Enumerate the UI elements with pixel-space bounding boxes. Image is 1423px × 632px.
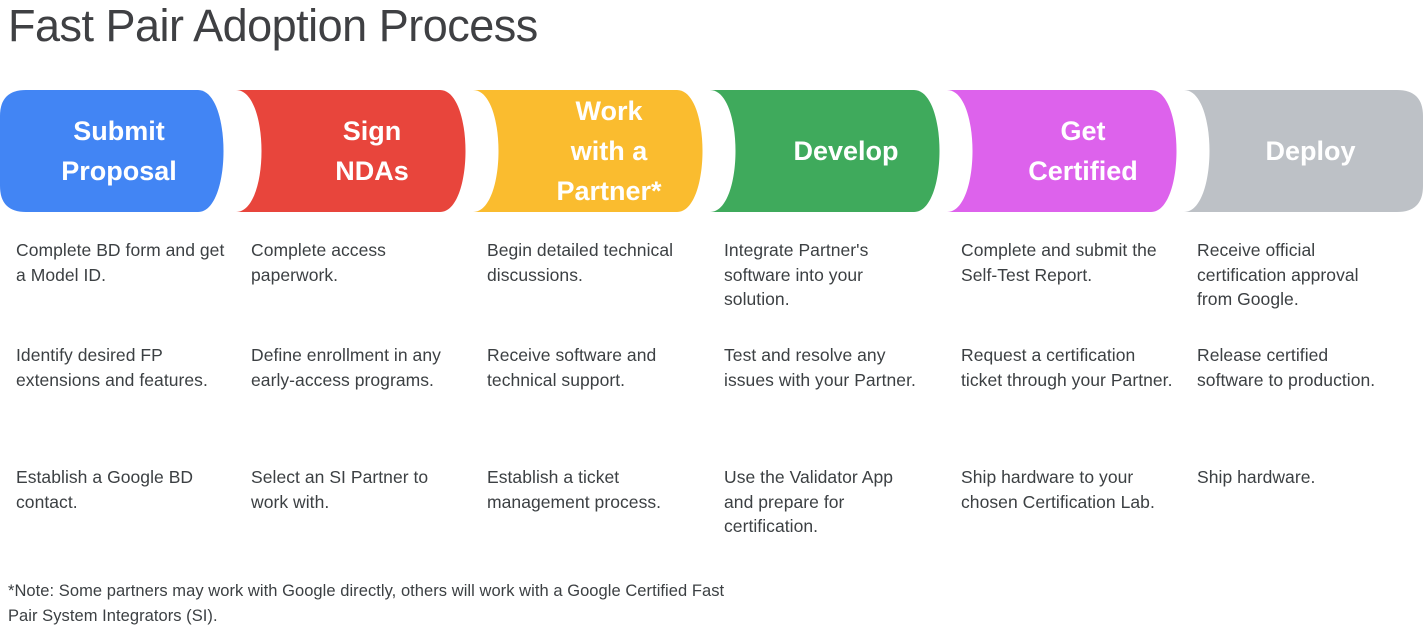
- stage-item-work-with-a-partner-3: Establish a ticket management process.: [487, 467, 662, 512]
- stage-banner-label-work-with-a-partner: Work with a Partner*: [556, 96, 662, 206]
- stage-item-develop-2: Test and resolve any issues with your Pa…: [724, 345, 916, 390]
- stage-banner-label-sign-ndas: Sign NDAs: [335, 116, 409, 186]
- stage-item-develop-1: Integrate Partner's software into your s…: [724, 240, 869, 309]
- stage-banner-sign-ndas[interactable]: Sign NDAs: [236, 90, 474, 212]
- stage-banner-shape-sign-ndas: [236, 90, 466, 212]
- stage-banner-submit-proposal[interactable]: Submit Proposal: [0, 90, 232, 212]
- stage-banner-shape-work-with-a-partner: [473, 90, 703, 212]
- stage-item-submit-proposal-3: Establish a Google BD contact.: [16, 467, 194, 512]
- stage-banner-label-submit-proposal: Submit Proposal: [61, 116, 177, 186]
- stage-banner-deploy[interactable]: Deploy: [1184, 90, 1423, 212]
- stage-item-get-certified-3: Ship hardware to your chosen Certificati…: [961, 467, 1155, 512]
- stage-item-deploy-3: Ship hardware.: [1197, 467, 1316, 487]
- stage-banner-get-certified[interactable]: Get Certified: [947, 90, 1185, 212]
- stage-item-sign-ndas-1: Complete access paperwork.: [251, 240, 386, 285]
- stage-item-work-with-a-partner-1: Begin detailed technical discussions.: [487, 240, 674, 285]
- stage-item-deploy-1: Receive official certification approval …: [1197, 240, 1359, 309]
- stage-banner-shape-get-certified: [947, 90, 1177, 212]
- stage-banner-shape-submit-proposal: [0, 90, 224, 212]
- stage-item-submit-proposal-1: Complete BD form and get a Model ID.: [16, 240, 225, 285]
- stage-item-get-certified-2: Request a certification ticket through y…: [961, 345, 1173, 390]
- stage-banner-shape-deploy: [1184, 90, 1423, 212]
- stage-banner-shape-develop: [710, 90, 940, 212]
- stage-banner-label-develop: Develop: [793, 136, 899, 166]
- stage-item-develop-3: Use the Validator App and prepare for ce…: [724, 467, 894, 536]
- stage-item-submit-proposal-2: Identify desired FP extensions and featu…: [16, 345, 208, 390]
- stage-item-deploy-2: Release certified software to production…: [1197, 345, 1376, 390]
- stage-banner-work-with-a-partner[interactable]: Work with a Partner*: [473, 90, 711, 212]
- process-stage-columns: Complete BD form and get a Model ID. Iden…: [0, 238, 1423, 568]
- stage-item-get-certified-1: Complete and submit the Self-Test Report…: [961, 240, 1157, 285]
- stage-banner-label-get-certified: Get Certified: [1028, 116, 1138, 186]
- stage-item-sign-ndas-2: Define enrollment in any early-access pr…: [251, 345, 441, 390]
- stage-banner-label-deploy: Deploy: [1265, 136, 1356, 166]
- page-title: Fast Pair Adoption Process: [8, 0, 538, 51]
- process-stage-banner-strip: Submit Proposal Sign NDAs Work with a Part…: [0, 90, 1423, 212]
- stage-item-work-with-a-partner-2: Receive software and technical support.: [487, 345, 657, 390]
- stage-banner-develop[interactable]: Develop: [710, 90, 948, 212]
- stage-item-sign-ndas-3: Select an SI Partner to work with.: [251, 467, 429, 512]
- footnote-note: *Note: Some partners may work with Googl…: [8, 582, 725, 625]
